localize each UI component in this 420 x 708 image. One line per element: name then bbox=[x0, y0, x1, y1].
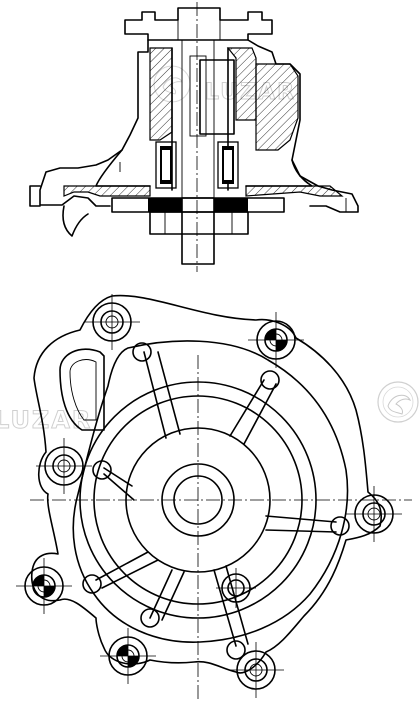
volute-ring-mid bbox=[93, 395, 303, 605]
rib-node-circles bbox=[82, 342, 350, 660]
impeller-hub-right bbox=[214, 198, 248, 212]
hole-right bbox=[346, 486, 402, 542]
hole-bottom-left bbox=[16, 558, 72, 614]
hole-bottom-mid bbox=[100, 628, 156, 684]
hatch-lower-right bbox=[245, 185, 344, 197]
hole-top-right bbox=[248, 312, 304, 368]
impeller-blades bbox=[149, 211, 249, 235]
shaft-end bbox=[181, 197, 215, 265]
seal-left bbox=[155, 141, 177, 189]
hole-top-left bbox=[84, 294, 140, 350]
bore-ring bbox=[173, 475, 223, 525]
hatch-left-wall bbox=[149, 47, 173, 141]
shaft-core bbox=[189, 55, 207, 137]
seal-right bbox=[217, 141, 239, 189]
impeller-disk bbox=[111, 197, 285, 213]
impeller-ring bbox=[125, 427, 271, 573]
hatch-lower-left bbox=[63, 185, 151, 197]
hub-ring bbox=[161, 463, 235, 537]
housing-inner-outline bbox=[72, 340, 349, 643]
housing-slot bbox=[59, 348, 105, 431]
side-port bbox=[216, 568, 256, 608]
section-view bbox=[29, 2, 359, 272]
bearing-cartridge bbox=[199, 59, 235, 135]
hatch-right-housing bbox=[255, 63, 299, 151]
volute-ring-outer bbox=[79, 381, 317, 619]
hole-bottom-right bbox=[228, 642, 284, 698]
pulley-hub-flange bbox=[124, 7, 273, 41]
housing-outer-outline bbox=[31, 294, 383, 674]
housing-outline-left bbox=[39, 39, 149, 207]
ribs bbox=[95, 351, 337, 647]
housing-outline-right bbox=[247, 39, 359, 213]
watermark-left: LUZAR bbox=[0, 406, 92, 435]
plan-view bbox=[16, 294, 412, 700]
hole-left bbox=[36, 438, 92, 494]
bolt-holes bbox=[16, 294, 402, 698]
impeller-hub-left bbox=[148, 198, 182, 212]
watermark-left-text: LUZAR bbox=[0, 406, 92, 434]
luzar-logo-icon bbox=[377, 381, 419, 423]
